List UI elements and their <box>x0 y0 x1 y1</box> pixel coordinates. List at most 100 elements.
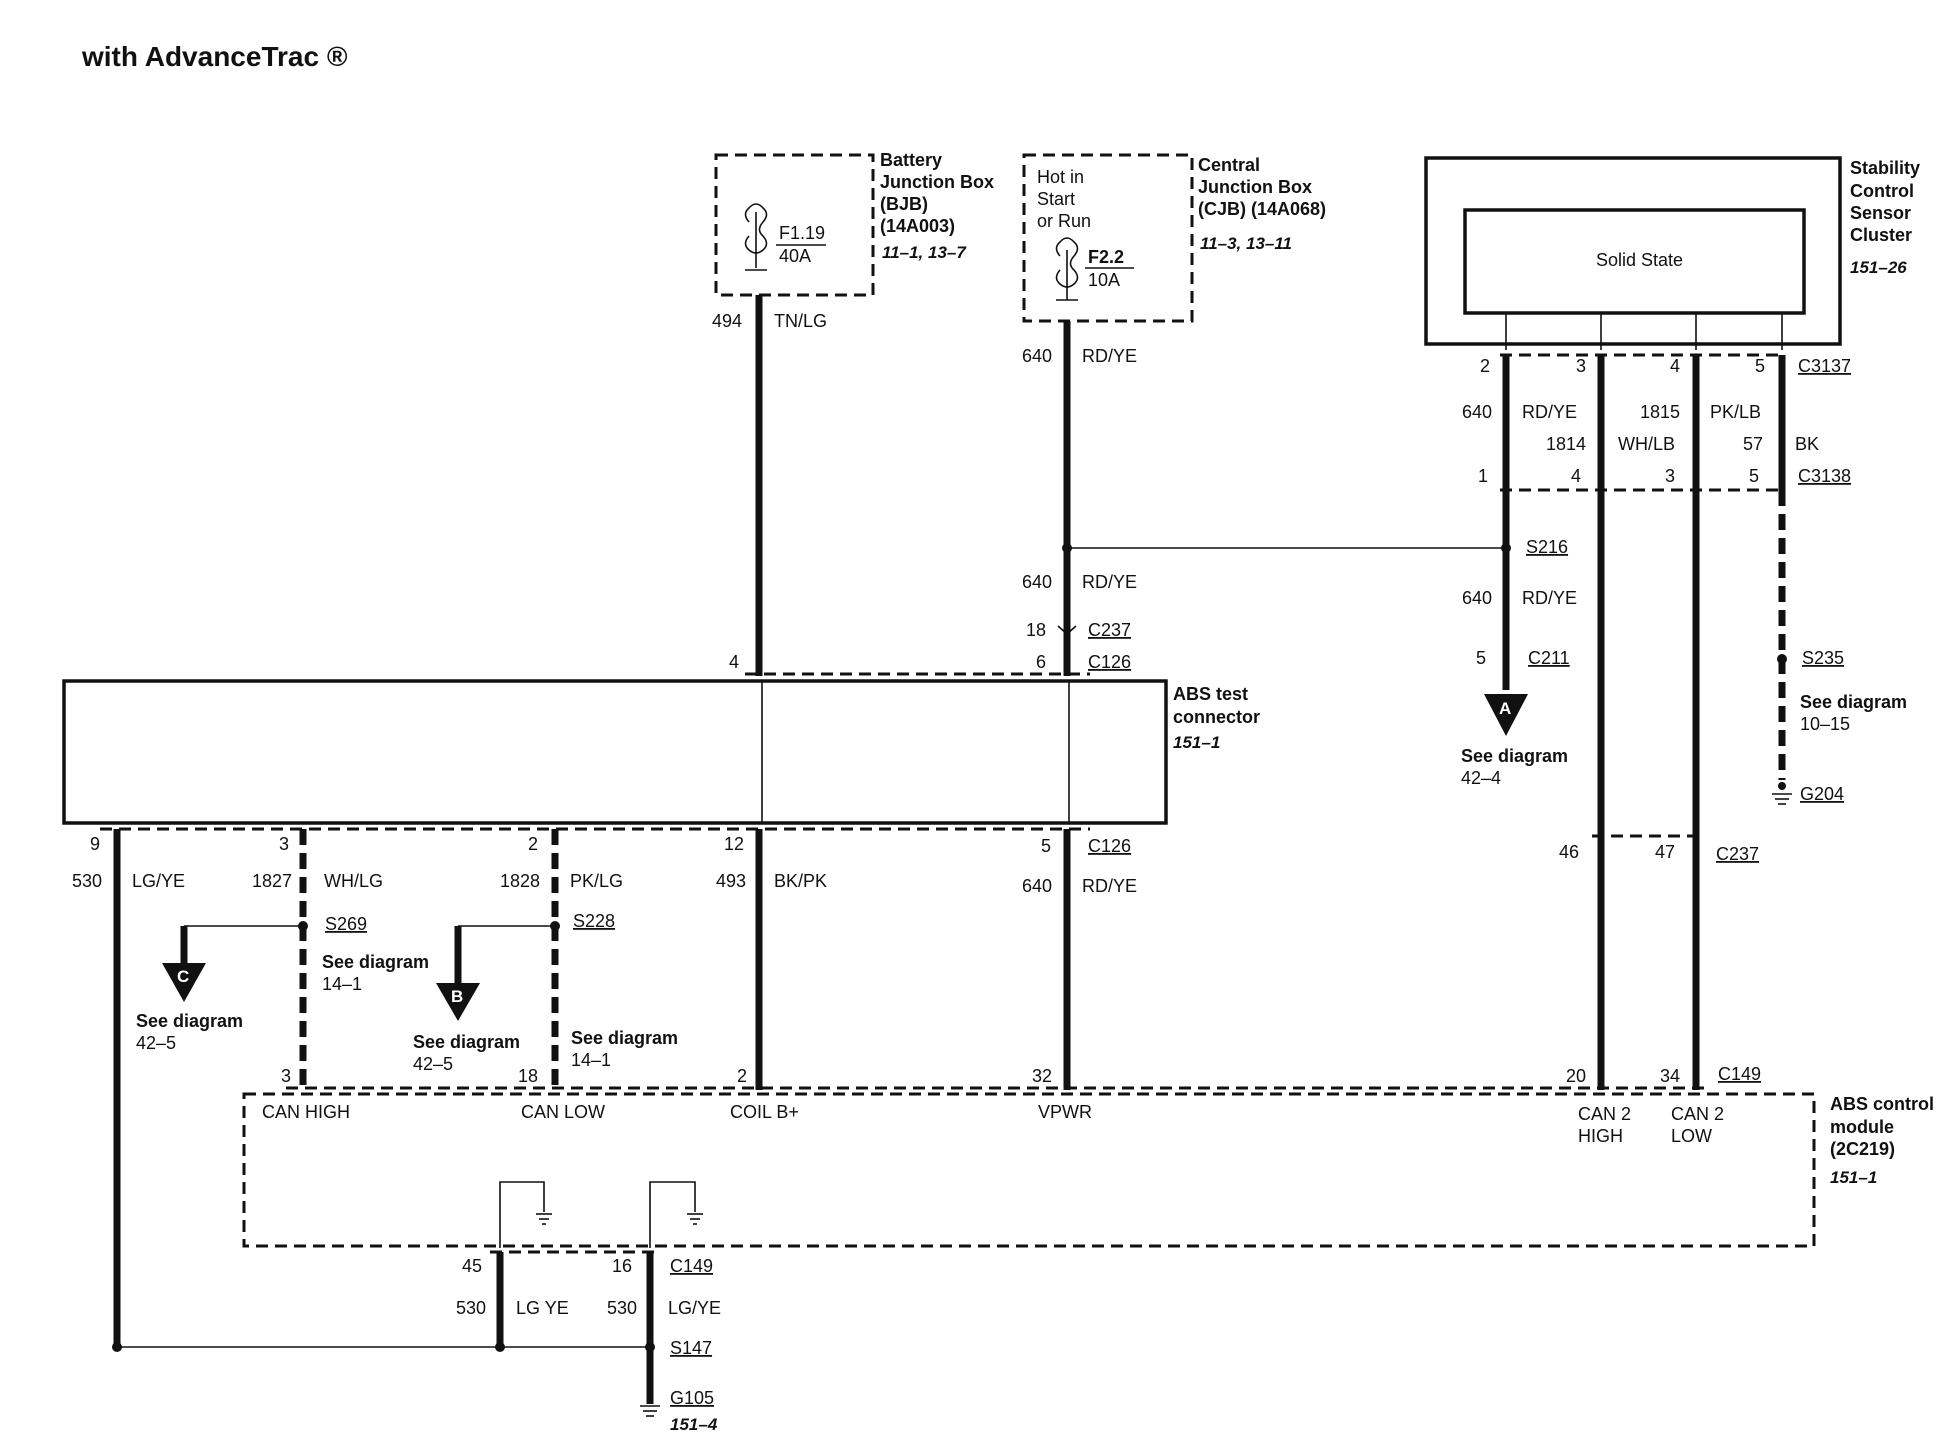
sensor-cluster: Solid State Stability Control Sensor Clu… <box>1424 156 1920 346</box>
bjb-name-4: (14A003) <box>880 216 955 236</box>
see-diagram-a-ref: 42–4 <box>1461 768 1501 788</box>
see-diagram-b-ref: 42–5 <box>413 1054 453 1074</box>
w493-color: BK/PK <box>774 871 827 891</box>
module-pin-can2-low-2: LOW <box>1671 1126 1712 1146</box>
c126-bot-pin-5: 5 <box>1041 836 1051 856</box>
module-pin-can-low: CAN LOW <box>521 1102 605 1122</box>
sensor-name-4: Cluster <box>1850 225 1912 245</box>
see-diagram-s235-ref: 10–15 <box>1800 714 1850 734</box>
abs-module-name-3: (2C219) <box>1830 1139 1895 1159</box>
w640b-color: RD/YE <box>1082 346 1137 366</box>
cjb-hot-2: Start <box>1037 189 1075 209</box>
ground-g204-symbol <box>1772 782 1792 805</box>
w640c-color: RD/YE <box>1082 572 1137 592</box>
w1827-color: WH/LG <box>324 871 383 891</box>
c211-pin: 5 <box>1476 648 1486 668</box>
s216-label: S216 <box>1526 537 1568 557</box>
c126-bot-pin-2: 2 <box>528 834 538 854</box>
sensor-ref: 151–26 <box>1850 258 1907 277</box>
sensor-inner-label: Solid State <box>1596 250 1683 270</box>
w640c-num: 640 <box>1022 572 1052 592</box>
sensor-name-3: Sensor <box>1850 203 1911 223</box>
s147-label: S147 <box>670 1338 712 1358</box>
c149-bot-pin-16: 16 <box>612 1256 632 1276</box>
c3137-label: C3137 <box>1798 356 1851 376</box>
abs-test-name-1: ABS test <box>1173 684 1248 704</box>
cjb-ref: 11–3, 13–11 <box>1200 234 1292 253</box>
w1815-color: PK/LB <box>1710 402 1761 422</box>
c149-bottom-label: C149 <box>670 1256 713 1276</box>
abs-test-ref: 151–1 <box>1173 733 1220 752</box>
c237-pin-47: 47 <box>1655 842 1675 862</box>
c3138-label: C3138 <box>1798 466 1851 486</box>
w1828-color: PK/LG <box>570 871 623 891</box>
w57-num: 57 <box>1743 434 1763 454</box>
c126-bot-pin-12: 12 <box>724 834 744 854</box>
bjb-ref: 11–1, 13–7 <box>882 243 967 262</box>
abs-control-module: CAN HIGH CAN LOW COIL B+ VPWR CAN 2 HIGH… <box>242 1092 1934 1248</box>
w530a-color: LG/YE <box>132 871 185 891</box>
module-pin-coil: COIL B+ <box>730 1102 799 1122</box>
module-pin-can2-low-1: CAN 2 <box>1671 1104 1724 1124</box>
c126-top-pin-4: 4 <box>729 652 739 672</box>
c3138-pin-3: 3 <box>1665 466 1675 486</box>
s228-label: S228 <box>573 911 615 931</box>
g105-ref: 151–4 <box>670 1415 718 1434</box>
w640a-num: 640 <box>1462 402 1492 422</box>
s235-label: S235 <box>1802 648 1844 668</box>
abs-module-name-1: ABS control <box>1830 1094 1934 1114</box>
abs-module-name-2: module <box>1830 1117 1894 1137</box>
cjb-name-3: (CJB) (14A068) <box>1198 199 1326 219</box>
c237-top-label: C237 <box>1088 620 1131 640</box>
w493-num: 493 <box>716 871 746 891</box>
bjb-name-1: Battery <box>880 150 942 170</box>
c3137-pin-2: 2 <box>1480 356 1490 376</box>
c3137-pin-5: 5 <box>1755 356 1765 376</box>
w530c-num: 530 <box>607 1298 637 1318</box>
module-pin-vpwr: VPWR <box>1038 1102 1092 1122</box>
see-diagram-b-arrow <box>436 983 480 1021</box>
g105-label: G105 <box>670 1388 714 1408</box>
c149-top-pin-3: 3 <box>281 1066 291 1086</box>
c3138-pin-1: 1 <box>1478 466 1488 486</box>
c237-top-pin: 18 <box>1026 620 1046 640</box>
c149-top-pin-32: 32 <box>1032 1066 1052 1086</box>
s269-label: S269 <box>325 914 367 934</box>
see-diagram-b-label: See diagram <box>413 1032 520 1052</box>
see-diagram-s235-label: See diagram <box>1800 692 1907 712</box>
cjb-fuse-label: F2.2 <box>1088 247 1124 267</box>
abs-test-connector: ABS test connector 151–1 <box>62 679 1260 825</box>
see-diagram-c-ref: 42–5 <box>136 1033 176 1053</box>
c126-bottom-label: C126 <box>1088 836 1131 856</box>
see-diagram-c-label: See diagram <box>136 1011 243 1031</box>
battery-junction-box: F1.19 40A Battery Junction Box (BJB) (14… <box>714 150 994 297</box>
module-ground-2-symbol <box>687 1213 703 1225</box>
w1828-num: 1828 <box>500 871 540 891</box>
cjb-name-1: Central <box>1198 155 1260 175</box>
w640d-color: RD/YE <box>1082 876 1137 896</box>
w494-num: 494 <box>712 311 742 331</box>
c149-top-pin-18: 18 <box>518 1066 538 1086</box>
w1827-num: 1827 <box>252 871 292 891</box>
c126-top-label: C126 <box>1088 652 1131 672</box>
page-title: with AdvanceTrac ® <box>81 41 348 72</box>
w640a-color: RD/YE <box>1522 402 1577 422</box>
central-junction-box: Hot in Start or Run F2.2 10A Central Jun… <box>1022 153 1326 323</box>
w640d-num: 640 <box>1022 876 1052 896</box>
c3138-pin-4: 4 <box>1571 466 1581 486</box>
abs-module-ref: 151–1 <box>1830 1168 1877 1187</box>
bjb-fuse-label: F1.19 <box>779 223 825 243</box>
bjb-name-3: (BJB) <box>880 194 928 214</box>
cjb-fuse-rating: 10A <box>1088 270 1120 290</box>
c3138-pin-5: 5 <box>1749 466 1759 486</box>
arrow-c-letter: C <box>177 967 189 986</box>
w640b-num: 640 <box>1022 346 1052 366</box>
module-pin-can2-high-1: CAN 2 <box>1578 1104 1631 1124</box>
see-diagram-s269-label: See diagram <box>322 952 429 972</box>
bjb-fuse-rating: 40A <box>779 246 811 266</box>
module-ground-1-symbol <box>536 1213 552 1225</box>
arrow-a-letter: A <box>1499 699 1511 718</box>
abs-test-name-2: connector <box>1173 707 1260 727</box>
ground-g105-symbol <box>640 1405 660 1417</box>
